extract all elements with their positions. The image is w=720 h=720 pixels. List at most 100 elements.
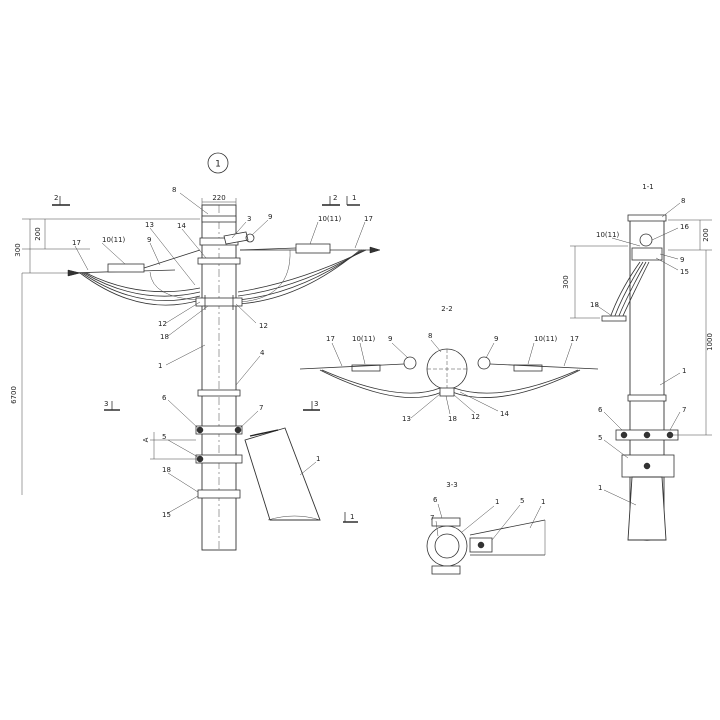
main-view: 1 220 300 200 6700 2 2 1	[10, 152, 381, 551]
pole-cap	[201, 215, 237, 223]
label-3-3-7: 7	[430, 514, 434, 522]
leader-3-3-1a	[461, 505, 495, 533]
leader-10-left	[101, 242, 126, 265]
pole-1-1-cap	[627, 214, 667, 222]
leader-6	[167, 399, 199, 429]
label-1-main: 1	[158, 362, 162, 370]
dim-200-right-label: 200	[702, 228, 710, 241]
bolt-6-1-1	[620, 431, 628, 439]
dim-6700-label: 6700	[10, 386, 18, 404]
label-6: 6	[162, 394, 167, 402]
brace-1-1	[627, 476, 667, 541]
label-3: 3	[247, 215, 251, 223]
leader-3-3-7	[435, 520, 439, 537]
right-link	[239, 247, 297, 251]
leader-12-right	[235, 303, 257, 324]
leader-13	[149, 227, 196, 286]
label-3-3-1b: 1	[541, 498, 545, 506]
label-3-3-6: 6	[433, 496, 438, 504]
leader-10-right	[309, 221, 319, 245]
pole-section-3-3	[426, 525, 468, 567]
view-3-3-title: 3-3	[446, 481, 457, 489]
right-wire-4	[237, 249, 367, 293]
view-2-2: 2-2 17 10(11) 9 8 9 10(11) 17 13	[299, 305, 599, 423]
wire-1-1-b	[613, 261, 644, 319]
leader-2-2-10r	[527, 342, 535, 365]
leader-9-right	[251, 219, 269, 236]
view-2-2-title: 2-2	[441, 305, 452, 313]
cut-2-left-label: 2	[54, 194, 58, 202]
label-4: 4	[260, 349, 265, 357]
label-2-2-14: 14	[500, 410, 509, 418]
bolt-5-1-1	[643, 462, 651, 470]
label-2-2-8: 8	[428, 332, 432, 340]
fitting-9-1-1	[631, 247, 663, 261]
label-1-1-16: 16	[680, 223, 689, 231]
leader-2-2-9l	[391, 342, 409, 359]
wire-2-2-left-main	[299, 363, 405, 370]
dim-1000-label: 1000	[706, 333, 714, 351]
label-9-right: 9	[268, 213, 272, 221]
wire-1-1-a	[609, 261, 641, 319]
leader-1-1-10	[611, 237, 641, 247]
leader-15-lower	[167, 495, 199, 514]
eye-9-right	[245, 233, 255, 243]
label-2-2-10-right: 10(11)	[534, 335, 558, 343]
leader-2-2-17l	[331, 342, 343, 367]
band-1-1-upper	[627, 394, 667, 402]
leader-3-3-1b	[529, 505, 542, 529]
label-2-2-12: 12	[471, 413, 480, 421]
view-1-1-title: 1-1	[642, 183, 653, 191]
label-1-1-1a: 1	[682, 367, 686, 375]
wire-2-2-right-b	[453, 369, 579, 394]
bolt-6	[196, 426, 204, 434]
leader-17-left	[74, 245, 89, 271]
leader-7	[239, 410, 259, 429]
view-1-1: 1-1 200 300 1000 8	[562, 183, 714, 541]
wire-1-1-d	[621, 261, 650, 319]
clamp-10-right-section	[513, 364, 543, 372]
right-wire-end	[369, 246, 381, 254]
right-drop	[239, 249, 291, 303]
label-3-3-5: 5	[520, 497, 524, 505]
leader-1-1-9	[659, 253, 679, 260]
bolt-5-3-3	[477, 541, 485, 549]
cut-1-bottom-label: 1	[350, 513, 354, 521]
label-14: 14	[177, 222, 186, 230]
clamp-10-left-section	[351, 364, 381, 372]
leader-1-1-5	[603, 439, 629, 459]
label-12-left: 12	[158, 320, 167, 328]
label-8: 8	[172, 186, 176, 194]
bolt-7	[234, 426, 242, 434]
label-18-lower: 18	[162, 466, 171, 474]
leader-1-brace	[299, 461, 317, 476]
label-17-left: 17	[72, 239, 81, 247]
wire-2-2-left-b	[321, 369, 441, 394]
leader-3	[231, 221, 247, 239]
bolt-5	[196, 455, 204, 463]
fitting-3	[223, 231, 249, 245]
eye-9-right-section	[477, 356, 491, 370]
leader-2-2-8	[430, 339, 442, 353]
cut-3-left-label: 3	[104, 400, 108, 408]
leader-1-1-18	[595, 304, 613, 317]
dim-220-label: 220	[212, 194, 225, 202]
dim-200-left-label: 200	[34, 227, 42, 240]
leader-1-1-8	[661, 202, 681, 218]
brace-head	[249, 429, 279, 437]
label-5: 5	[162, 433, 166, 441]
band-bot-3-3	[431, 565, 461, 575]
left-link	[143, 249, 201, 269]
leader-4	[235, 355, 261, 386]
label-18: 18	[160, 333, 169, 341]
label-2-2-17-left: 17	[326, 335, 335, 343]
leader-1-1-7	[669, 411, 681, 431]
leader-2-2-10l	[359, 342, 366, 365]
label-7: 7	[259, 404, 263, 412]
leader-2-2-13	[410, 393, 441, 419]
leader-2-2-18	[445, 395, 451, 415]
label-10-right: 10(11)	[318, 215, 342, 223]
view-marker-label: 1	[215, 160, 221, 170]
left-wire-1	[79, 272, 201, 306]
left-wire-end	[67, 269, 81, 277]
